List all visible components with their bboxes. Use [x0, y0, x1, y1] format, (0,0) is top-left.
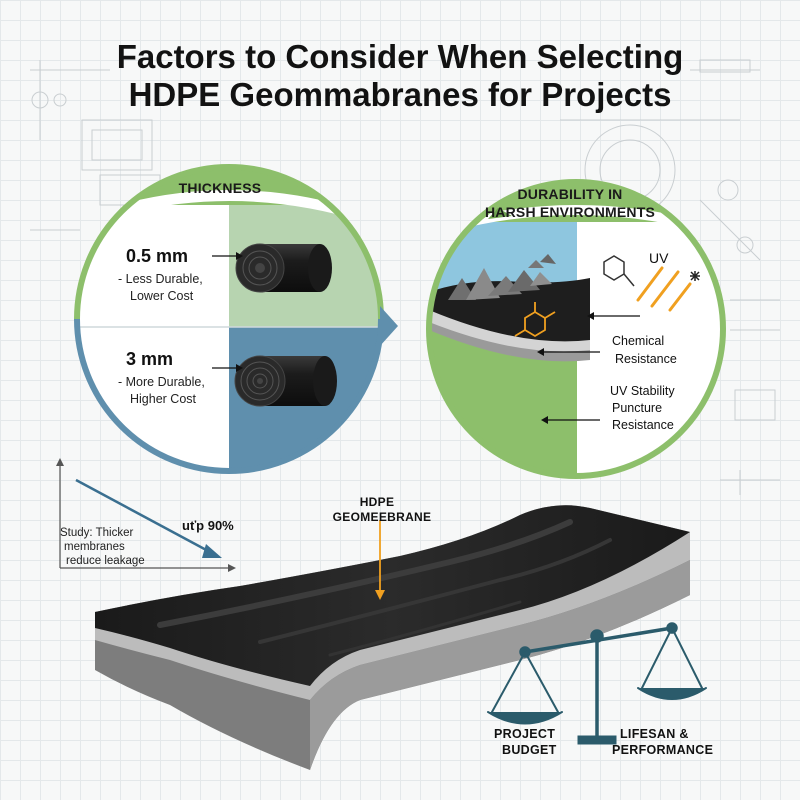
lifespan-performance-line2: PERFORMANCE [612, 743, 714, 757]
study-trend-chart [56, 458, 236, 572]
project-budget-line1: PROJECT [494, 727, 556, 741]
project-budget-line2: BUDGET [502, 743, 557, 757]
chemical-resistance-line1: Chemical [612, 334, 665, 348]
uv-stability-label: UV Stability [610, 384, 675, 398]
durability-circle [426, 179, 726, 479]
thickness-option1-value: 0.5 mm [126, 246, 189, 266]
spark-icon [690, 271, 700, 281]
thickness-option2-desc-line2: Higher Cost [130, 392, 196, 406]
uv-label: UV [649, 250, 669, 266]
thickness-arrows [212, 252, 243, 372]
lifespan-performance-line1: LIFESAN & [620, 727, 689, 741]
thickness-option2-desc-line1: - More Durable, [118, 375, 205, 389]
thickness-option2-value: 3 mm [126, 349, 174, 369]
durability-heading-line2: HARSH ENVIRONMENTS [484, 204, 656, 220]
page-title-line2: HDPE Geommabranes for Projects [128, 76, 672, 113]
chemical-resistance-line2: Resistance [615, 352, 677, 366]
puncture-resistance-line1: Puncture [612, 401, 663, 415]
thickness-option1-desc-line2: Lower Cost [130, 289, 194, 303]
membrane-label-line1: HDPE [359, 495, 395, 509]
membrane-label-line2: GEOMEEBRANE [332, 510, 432, 524]
puncture-resistance-line2: Resistance [612, 418, 674, 432]
leakage-reduction-value: uťp 90% [182, 518, 234, 533]
thin-roll-icon [235, 243, 332, 293]
durability-arrows [537, 312, 640, 424]
chemical-icon [603, 255, 635, 287]
study-text-line1: Study: Thicker [60, 527, 134, 539]
study-text-line3: reduce leakage [66, 555, 145, 567]
thickness-heading: THICKNESS [178, 180, 262, 196]
geomembrane-slab-illustration [95, 505, 690, 770]
uv-rays-icon [636, 266, 692, 312]
thickness-circle [74, 164, 398, 474]
thickness-option1-desc-line1: - Less Durable, [118, 272, 203, 286]
balance-scale-icon [487, 622, 707, 745]
thick-roll-icon [234, 355, 337, 407]
page-title-line1: Factors to Consider When Selecting [116, 38, 684, 75]
durability-heading-line1: DURABILITY IN [517, 186, 623, 202]
study-text-line2: membranes [64, 541, 125, 553]
